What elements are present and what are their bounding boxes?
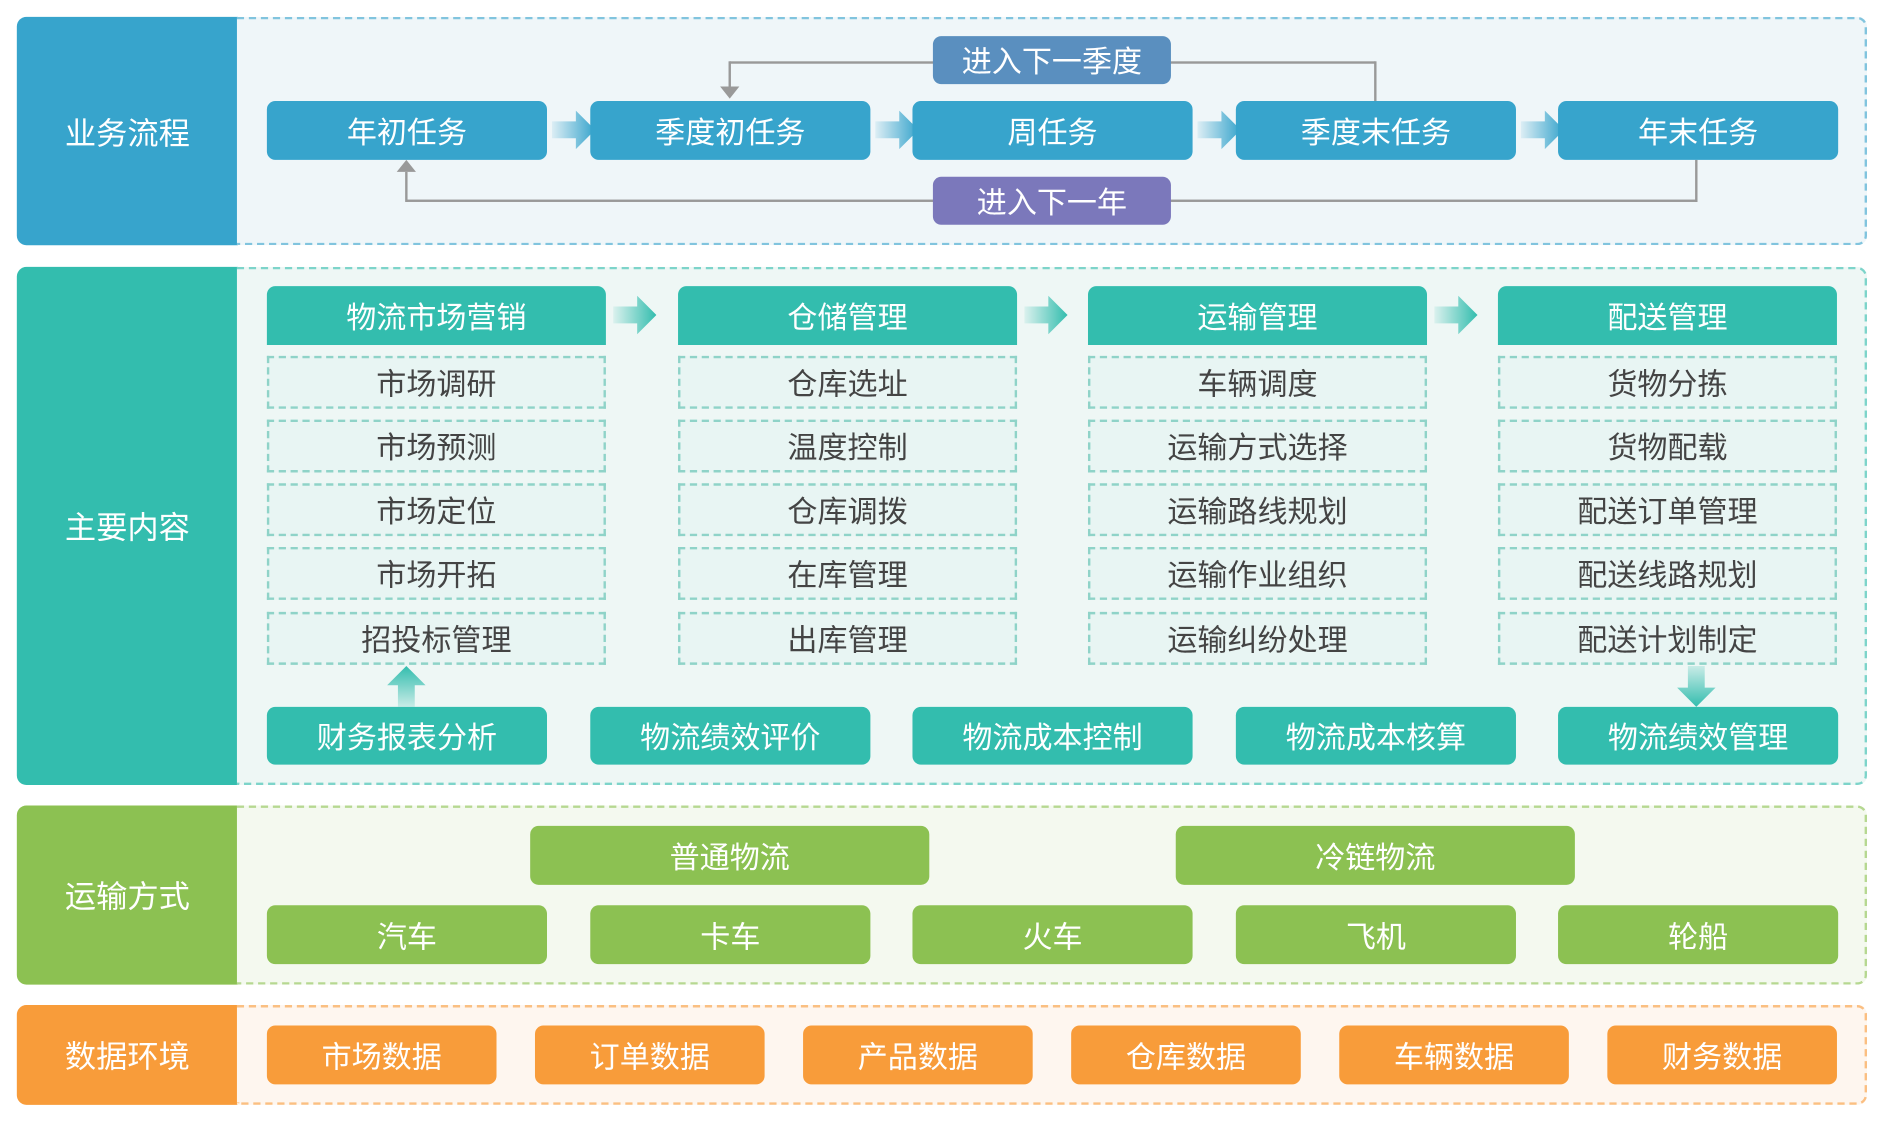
- content-item: 货物配载: [1497, 419, 1837, 473]
- content-item: 车辆调度: [1087, 355, 1428, 409]
- content-item: 市场定位: [266, 483, 606, 537]
- column-header: 物流市场营销: [266, 286, 606, 346]
- task-box: 年末任务: [1558, 100, 1839, 160]
- task-box: 周任务: [912, 100, 1193, 160]
- transport-mode: 飞机: [1235, 905, 1516, 965]
- data-item: 市场数据: [266, 1025, 497, 1085]
- content-item: 运输方式选择: [1087, 419, 1428, 473]
- content-item: 市场开拓: [266, 547, 606, 600]
- bottom-box: 物流成本控制: [912, 706, 1193, 765]
- content-item: 市场调研: [266, 355, 606, 409]
- content-item: 配送计划制定: [1497, 611, 1837, 665]
- task-box: 季度初任务: [590, 100, 871, 160]
- loop-line: [405, 171, 408, 202]
- content-label: 主要内容: [16, 266, 239, 786]
- data-item: 产品数据: [803, 1025, 1033, 1085]
- loop-line: [1374, 61, 1377, 103]
- transport-label: 运输方式: [16, 805, 239, 985]
- flow-arrow-icon: [613, 295, 657, 335]
- column-header: 配送管理: [1497, 286, 1837, 346]
- flow-arrow-icon: [1520, 110, 1565, 150]
- content-item: 运输作业组织: [1087, 547, 1428, 600]
- content-item: 仓库调拨: [678, 483, 1018, 537]
- arrow-down-icon: [720, 86, 740, 99]
- transport-mode: 汽车: [266, 905, 548, 965]
- flow-arrow-icon: [551, 110, 596, 150]
- flow-arrow-icon: [1677, 666, 1716, 707]
- task-box: 季度末任务: [1235, 100, 1516, 160]
- transport-type: 普通物流: [530, 825, 930, 885]
- flow-arrow-icon: [875, 110, 919, 150]
- content-item: 运输路线规划: [1087, 483, 1428, 537]
- loop-line: [1695, 159, 1698, 202]
- bottom-box: 物流成本核算: [1235, 706, 1516, 765]
- content-item: 配送线路规划: [1497, 547, 1837, 600]
- content-item: 出库管理: [678, 611, 1018, 665]
- data-env-panel: [236, 1005, 1868, 1105]
- content-item: 温度控制: [678, 419, 1018, 473]
- data-item: 财务数据: [1607, 1025, 1837, 1085]
- data-item: 订单数据: [534, 1025, 765, 1085]
- transport-mode: 火车: [912, 905, 1193, 965]
- data-item: 车辆数据: [1339, 1025, 1569, 1085]
- bottom-box: 财务报表分析: [266, 706, 548, 765]
- bottom-box: 物流绩效评价: [590, 706, 871, 765]
- process-label: 业务流程: [16, 16, 239, 246]
- transport-mode: 卡车: [590, 905, 871, 965]
- flow-arrow-icon: [1434, 295, 1478, 335]
- content-item: 货物分拣: [1497, 355, 1837, 409]
- loop-line: [728, 61, 731, 91]
- content-item: 招投标管理: [266, 611, 606, 665]
- content-item: 配送订单管理: [1497, 483, 1837, 537]
- flow-arrow-icon: [1197, 110, 1241, 150]
- column-header: 仓储管理: [678, 286, 1018, 346]
- flow-arrow-icon: [387, 666, 426, 707]
- data-item: 仓库数据: [1071, 1025, 1301, 1085]
- task-box: 年初任务: [266, 100, 548, 160]
- data-env-label: 数据环境: [16, 1005, 239, 1105]
- content-item: 仓库选址: [678, 355, 1018, 409]
- arrow-up-icon: [396, 159, 416, 172]
- bottom-box: 物流绩效管理: [1558, 706, 1839, 765]
- content-item: 运输纠纷处理: [1087, 611, 1428, 665]
- next-year-label: 进入下一年: [932, 176, 1171, 225]
- content-item: 市场预测: [266, 419, 606, 473]
- transport-type: 冷链物流: [1175, 825, 1575, 885]
- flow-arrow-icon: [1024, 295, 1068, 335]
- content-item: 在库管理: [678, 547, 1018, 600]
- next-quarter-label: 进入下一季度: [932, 36, 1171, 85]
- column-header: 运输管理: [1087, 286, 1428, 346]
- transport-mode: 轮船: [1558, 905, 1839, 965]
